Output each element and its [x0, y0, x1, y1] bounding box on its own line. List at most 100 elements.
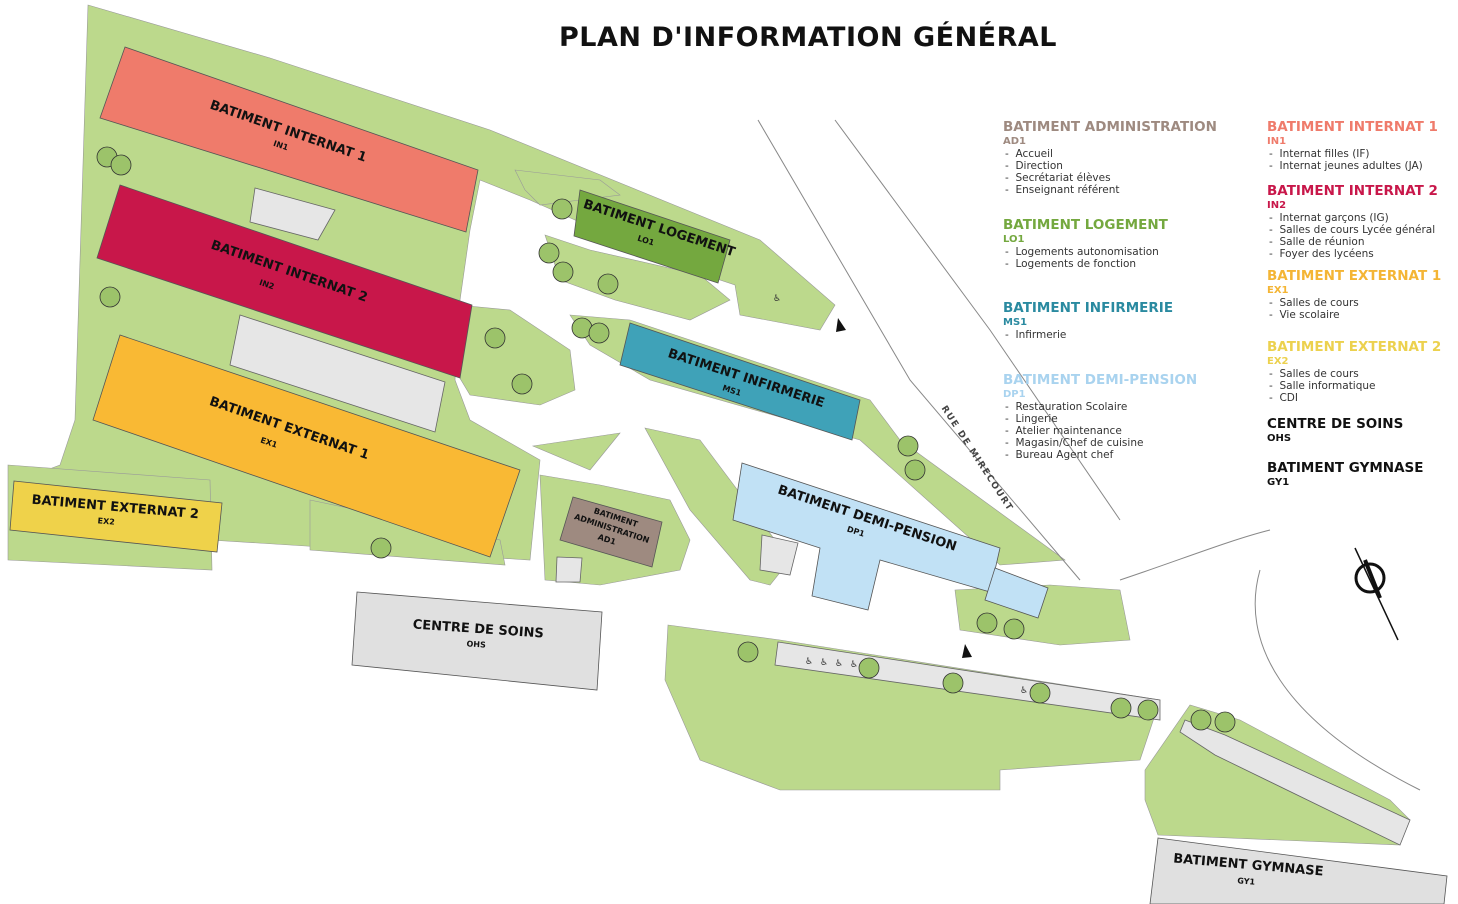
legend-gymnase: BATIMENT GYMNASE GY1: [1267, 461, 1458, 489]
legend-item: Logements de fonction: [1003, 258, 1253, 270]
tree-icon: [942, 672, 964, 694]
legend-title: BATIMENT LOGEMENT: [1003, 217, 1168, 233]
legend-item: Logements autonomisation: [1003, 246, 1253, 258]
trees: [96, 146, 1236, 733]
building-administration[interactable]: [559, 496, 663, 568]
building-demi-pension-annex[interactable]: [984, 567, 1049, 619]
legend-code: GY1: [1267, 477, 1290, 488]
legend-item: Infirmerie: [1003, 329, 1253, 341]
legend-item: Vie scolaire: [1267, 309, 1458, 321]
legend-item: Internat garçons (IG): [1267, 212, 1458, 224]
legend-code: MS1: [1003, 317, 1028, 328]
tree-icon: [484, 327, 506, 349]
legend-internat-1: BATIMENT INTERNAT 1 IN1 Internat filles …: [1267, 119, 1458, 173]
entrance-arrows: [836, 318, 972, 658]
legend-title: BATIMENT ADMINISTRATION: [1003, 119, 1217, 135]
legend-item: Bureau Agent chef: [1003, 449, 1253, 461]
legend-item: Foyer des lycéens: [1267, 248, 1458, 260]
building-demi-pension[interactable]: [732, 462, 1001, 611]
legend-code: DP1: [1003, 389, 1026, 400]
building-logement[interactable]: [573, 189, 731, 284]
tree-icon: [511, 373, 533, 395]
legend-item: Atelier maintenance: [1003, 425, 1253, 437]
legend-code: LO1: [1003, 234, 1025, 245]
building-internat-1[interactable]: [99, 46, 479, 233]
svg-text:♿: ♿: [773, 294, 781, 304]
page-title: PLAN D'INFORMATION GÉNÉRAL: [558, 22, 1057, 53]
accessibility-icons: ♿ ♿ ♿ ♿ ♿ ♿: [773, 294, 1028, 696]
legend-code: IN2: [1267, 200, 1287, 211]
legend-externat-1: BATIMENT EXTERNAT 1 EX1 Salles de coursV…: [1267, 268, 1458, 322]
legend-code: AD1: [1003, 136, 1026, 147]
legend-item: Enseignant référent: [1003, 184, 1253, 196]
tree-icon: [552, 261, 574, 283]
legend-item: Direction: [1003, 160, 1253, 172]
tree-icon: [1214, 711, 1236, 733]
legend-title: BATIMENT INTERNAT 2: [1267, 183, 1438, 199]
tree-icon: [904, 459, 926, 481]
legend-code: IN1: [1267, 136, 1287, 147]
svg-text:♿: ♿: [805, 657, 813, 667]
tree-icon: [99, 286, 121, 308]
tree-icon: [976, 612, 998, 634]
legend-item: CDI: [1267, 392, 1458, 404]
tree-icon: [551, 198, 573, 220]
tree-icon: [597, 273, 619, 295]
code-gy1: GY1: [1237, 876, 1256, 887]
legend-item: Salle informatique: [1267, 380, 1458, 392]
legend-administration: BATIMENT ADMINISTRATION AD1 AccueilDirec…: [1003, 119, 1253, 197]
tree-icon: [588, 322, 610, 344]
legend-item: Lingerie: [1003, 413, 1253, 425]
legend-item: Internat filles (IF): [1267, 148, 1458, 160]
legend-internat-2: BATIMENT INTERNAT 2 IN2 Internat garçons…: [1267, 183, 1458, 261]
legend-title: CENTRE DE SOINS: [1267, 416, 1404, 432]
tree-icon: [1137, 699, 1159, 721]
legend-title: BATIMENT DEMI-PENSION: [1003, 372, 1198, 388]
svg-text:♿: ♿: [820, 658, 828, 668]
tree-icon: [1003, 618, 1025, 640]
legend-item: Salles de cours Lycée général: [1267, 224, 1458, 236]
legend-demi-pension: BATIMENT DEMI-PENSION DP1 Restauration S…: [1003, 372, 1253, 462]
building-infirmerie[interactable]: [619, 322, 861, 441]
tree-icon: [538, 242, 560, 264]
legend-item: Restauration Scolaire: [1003, 401, 1253, 413]
legend-item: Internat jeunes adultes (JA): [1267, 160, 1458, 172]
compass-icon: [1354, 547, 1399, 641]
legend-title: BATIMENT EXTERNAT 1: [1267, 268, 1442, 284]
legend-title: BATIMENT INFIRMERIE: [1003, 300, 1174, 316]
tree-icon: [858, 657, 880, 679]
legend-code: EX2: [1267, 356, 1289, 367]
tree-icon: [1110, 697, 1132, 719]
tree-icon: [1190, 709, 1212, 731]
svg-text:♿: ♿: [850, 660, 858, 670]
legend-item: Magasin/Chef de cuisine: [1003, 437, 1253, 449]
tree-icon: [737, 641, 759, 663]
legend-item: Accueil: [1003, 148, 1253, 160]
legend-centre-de-soins: CENTRE DE SOINS OHS: [1267, 417, 1458, 445]
tree-icon: [370, 537, 392, 559]
tree-icon: [897, 435, 919, 457]
building-internat-2[interactable]: [96, 184, 473, 379]
tree-icon: [1029, 682, 1051, 704]
building-externat-1[interactable]: [92, 334, 521, 558]
legend-logement: BATIMENT LOGEMENT LO1 Logements autonomi…: [1003, 217, 1253, 271]
legend-title: BATIMENT INTERNAT 1: [1267, 119, 1438, 135]
legend-code: OHS: [1267, 433, 1292, 444]
building-externat-2[interactable]: [9, 480, 223, 553]
legend-item: Salles de cours: [1267, 368, 1458, 380]
code-ex2: EX2: [97, 516, 115, 526]
svg-text:♿: ♿: [835, 659, 843, 669]
legend-item: Salle de réunion: [1267, 236, 1458, 248]
tree-icon: [110, 154, 132, 176]
legend-item: Salles de cours: [1267, 297, 1458, 309]
legend-title: BATIMENT GYMNASE: [1267, 460, 1424, 476]
legend-infirmerie: BATIMENT INFIRMERIE MS1 Infirmerie: [1003, 300, 1253, 342]
building-gymnase[interactable]: [1149, 837, 1448, 904]
building-centre-de-soins[interactable]: [351, 591, 603, 691]
code-ohs: OHS: [466, 639, 486, 649]
legend-externat-2: BATIMENT EXTERNAT 2 EX2 Salles de coursS…: [1267, 340, 1458, 405]
legend-code: EX1: [1267, 285, 1289, 296]
legend-item: Secrétariat élèves: [1003, 172, 1253, 184]
svg-text:♿: ♿: [1020, 686, 1028, 696]
